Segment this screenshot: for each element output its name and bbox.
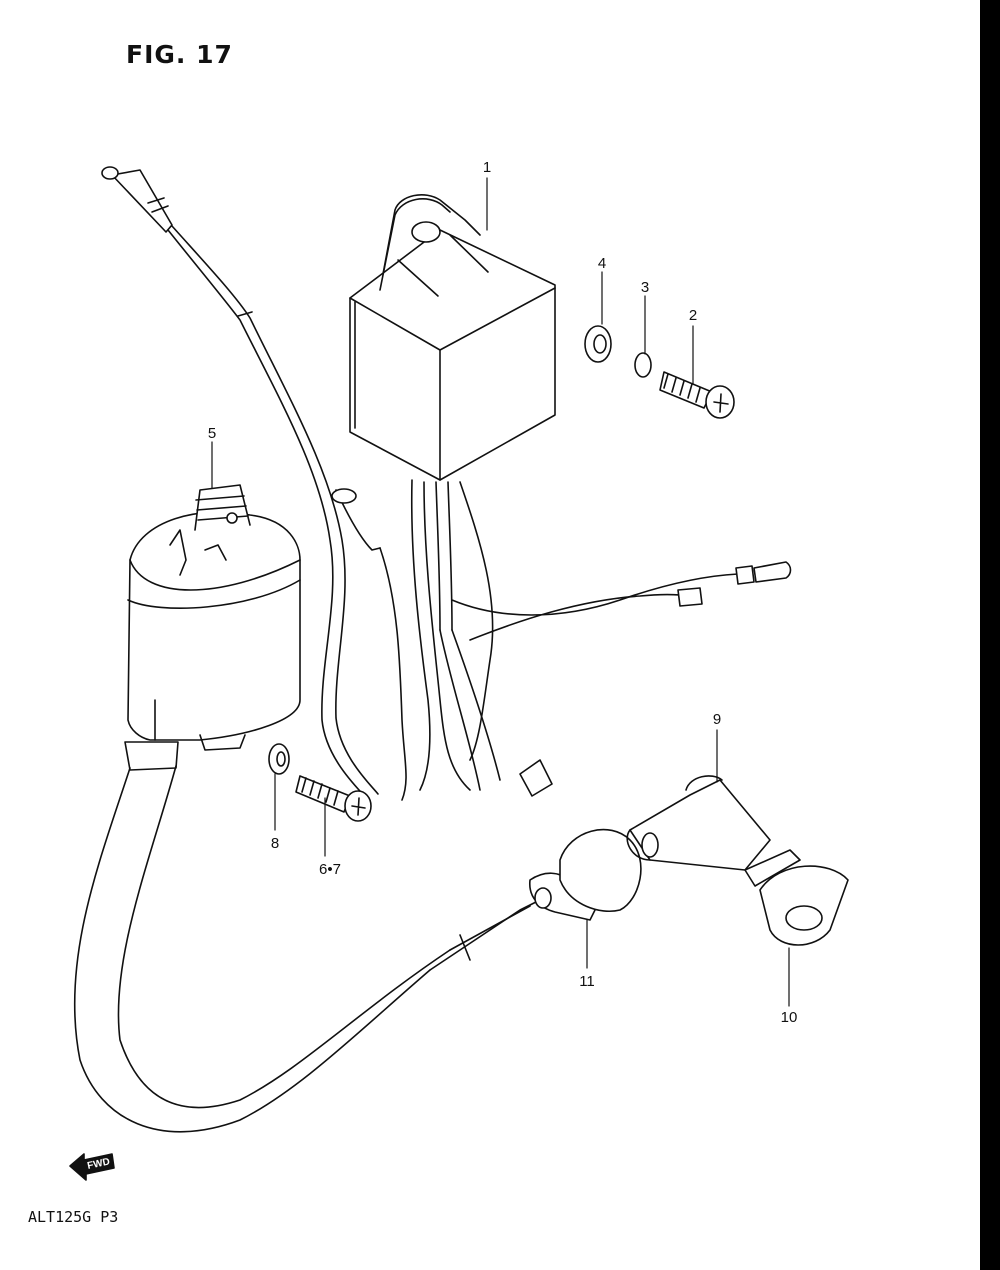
callout-1: 1 [483, 159, 491, 176]
coil-fasteners [268, 743, 372, 822]
cdi-wire-harness [331, 479, 792, 801]
scan-edge-bar [980, 0, 1000, 1270]
figure-title: FIG. 17 [126, 40, 233, 69]
fwd-label: FWD [86, 1156, 111, 1171]
spark-plug-cap [626, 775, 801, 887]
callout-6-7: 6•7 [319, 861, 341, 878]
callout-8: 8 [271, 835, 279, 852]
model-code: ALT125G P3 [28, 1208, 119, 1226]
callout-3: 3 [641, 279, 649, 296]
callout-2: 2 [689, 307, 697, 324]
callout-4: 4 [598, 255, 606, 272]
callout-5: 5 [208, 425, 216, 442]
plug-cap-boot [759, 865, 849, 946]
primary-lead-wire [101, 166, 379, 801]
cdi-fasteners [584, 325, 735, 419]
ignition-coil [124, 484, 301, 771]
callout-11: 11 [579, 973, 595, 990]
callout-9: 9 [713, 711, 721, 728]
callout-labels: 1 2 3 4 5 6•7 8 9 10 11 [208, 159, 798, 1026]
high-tension-cord-seal [529, 828, 642, 921]
fwd-arrow-icon: FWD [69, 1153, 115, 1181]
cdi-unit [349, 194, 556, 481]
high-tension-cord [73, 765, 541, 1133]
callout-leader-lines [211, 177, 790, 1007]
callout-10: 10 [781, 1009, 798, 1026]
